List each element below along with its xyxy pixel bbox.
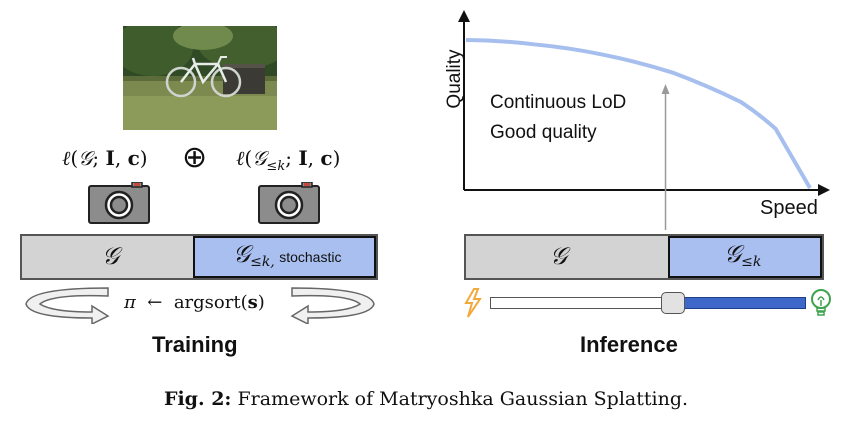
y-axis-label: Quality bbox=[444, 44, 466, 114]
camera-icon bbox=[88, 182, 150, 224]
rotate-right-arrow-icon bbox=[286, 284, 378, 324]
argsort-text: π ← argsort(s) bbox=[124, 292, 265, 313]
lod-note-line2: Good quality bbox=[490, 118, 597, 148]
lod-note-line1: Continuous LoD bbox=[490, 88, 626, 118]
caption-label: Fig. 2: bbox=[164, 388, 231, 410]
oplus-symbol: ⊕ bbox=[182, 140, 207, 175]
inference-title: Inference bbox=[580, 332, 678, 358]
loss-sub: ℓ(𝒢≤k; I, c) bbox=[236, 146, 340, 174]
loss-full: ℓ(𝒢; I, c) bbox=[62, 146, 148, 171]
lod-slider-thumb[interactable] bbox=[661, 292, 685, 314]
inference-panel: Quality Speed Continuous LoD Good qualit… bbox=[430, 0, 852, 380]
camera-icon bbox=[258, 182, 320, 224]
training-panel: ℓ(𝒢; I, c) ⊕ ℓ(𝒢≤k; I, c) 𝒢 𝒢≤k, stochas… bbox=[0, 0, 420, 380]
scene-photo-bicycle bbox=[123, 26, 277, 130]
x-axis-arrowhead bbox=[818, 184, 830, 196]
lod-slider-fill bbox=[673, 297, 806, 309]
figure-caption: Fig. 2: Framework of Matryoshka Gaussian… bbox=[0, 388, 852, 410]
lightbulb-icon bbox=[810, 288, 832, 320]
x-axis-label: Speed bbox=[760, 197, 818, 220]
lightning-icon bbox=[464, 288, 482, 318]
y-axis-arrowhead bbox=[458, 10, 470, 22]
training-title: Training bbox=[152, 332, 238, 358]
caption-text: Framework of Matryoshka Gaussian Splatti… bbox=[237, 388, 688, 410]
lod-marker-arrowhead bbox=[662, 84, 670, 94]
inference-bar-sub-label: 𝒢≤k bbox=[724, 240, 761, 270]
training-bar-full-label: 𝒢 bbox=[102, 242, 119, 270]
inference-bar-full-label: 𝒢 bbox=[550, 242, 567, 270]
rotate-left-arrow-icon bbox=[22, 284, 114, 324]
training-bar-sub-label: 𝒢≤k, stochastic bbox=[233, 240, 341, 270]
